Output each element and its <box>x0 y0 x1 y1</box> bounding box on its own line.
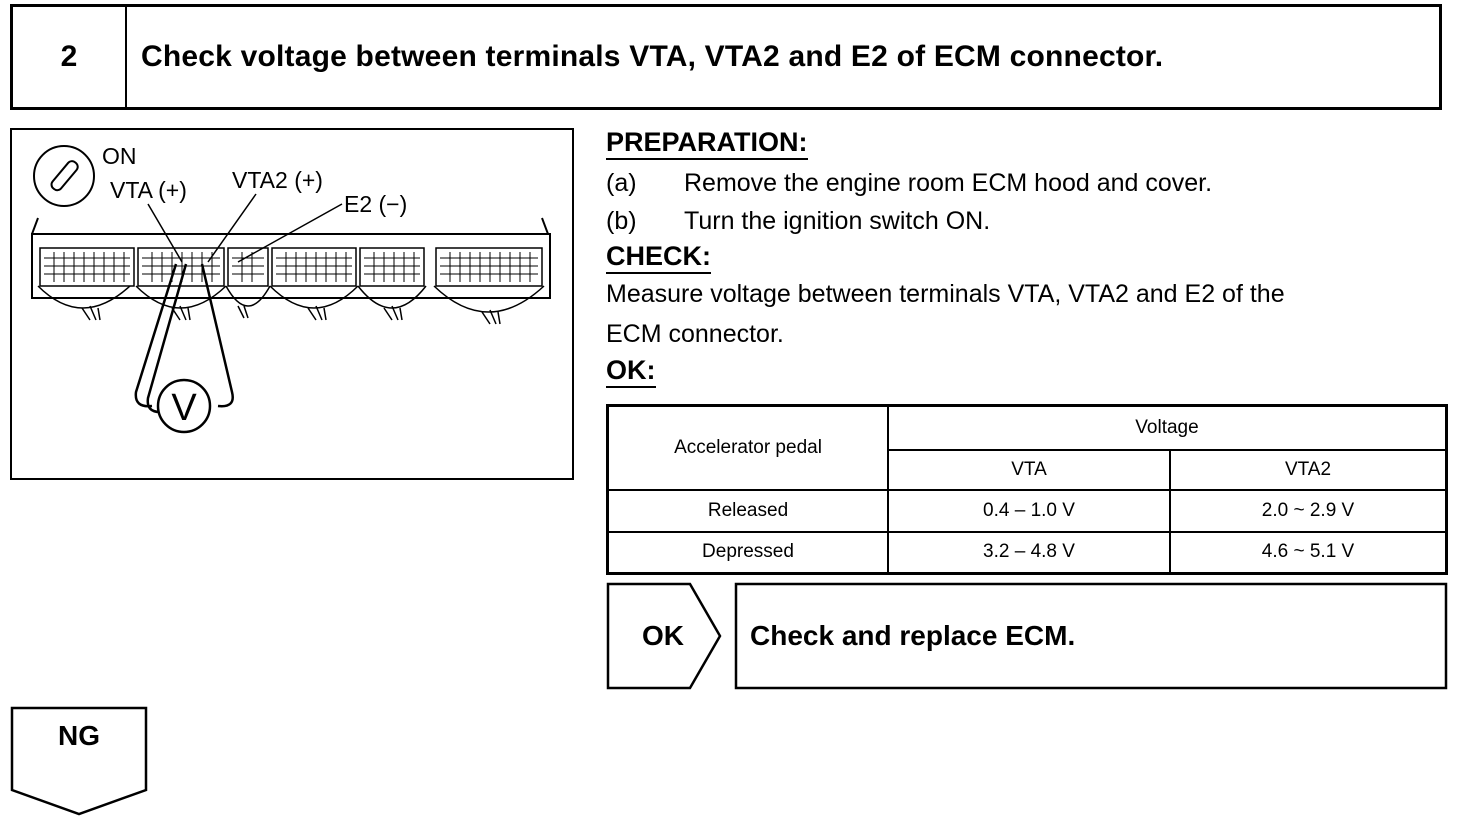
vta2-terminal-label: VTA2 (+) <box>232 167 323 193</box>
ok-result-box: OK Check and replace ECM. <box>606 582 1448 692</box>
step-number: 2 <box>13 7 127 107</box>
ng-label: NG <box>58 720 100 751</box>
ok-action-text: Check and replace ECM. <box>750 620 1076 651</box>
table-row: Released 0.4 – 1.0 V 2.0 ~ 2.9 V <box>606 488 1448 533</box>
pedal-state: Depressed <box>606 530 889 575</box>
ok-result-frame <box>606 582 1448 690</box>
table-subheader-vta2: VTA2 <box>1169 448 1448 491</box>
ng-arrow-frame <box>10 706 148 816</box>
vta2-value: 2.0 ~ 2.9 V <box>1169 488 1448 533</box>
preparation-step-b: (b) Turn the ignition switch ON. <box>606 202 1448 240</box>
ignition-key-icon <box>33 145 95 207</box>
check-heading: CHECK: <box>606 240 711 274</box>
procedure-text: PREPARATION: (a) Remove the engine room … <box>606 126 1448 388</box>
step-letter: (b) <box>606 207 637 235</box>
voltmeter-icon: V <box>156 378 212 434</box>
step-title: Check voltage between terminals VTA, VTA… <box>141 40 1164 73</box>
step-text: Remove the engine room ECM hood and cove… <box>684 169 1213 197</box>
step-header: 2 Check voltage between terminals VTA, V… <box>10 4 1442 110</box>
ok-heading: OK: <box>606 354 656 388</box>
step-text: Turn the ignition switch ON. <box>684 207 991 235</box>
vta-terminal-label: VTA (+) <box>110 177 187 203</box>
switch-on-label: ON <box>102 143 137 169</box>
vta-value: 3.2 – 4.8 V <box>887 530 1171 575</box>
vta-value: 0.4 – 1.0 V <box>887 488 1171 533</box>
check-text-line-1: Measure voltage between terminals VTA, V… <box>606 280 1285 308</box>
step-letter: (a) <box>606 169 637 197</box>
ng-result-box: NG <box>10 706 150 818</box>
ecm-connector-figure: ON VTA (+) VTA2 (+) E2 (−) <box>10 128 574 480</box>
table-header-pedal: Accelerator pedal <box>606 404 889 491</box>
table-subheader-vta: VTA <box>887 448 1171 491</box>
preparation-heading: PREPARATION: <box>606 126 808 160</box>
table-row: Depressed 3.2 – 4.8 V 4.6 ~ 5.1 V <box>606 530 1448 575</box>
check-text-line-2: ECM connector. <box>606 320 784 348</box>
label-leader-lines <box>147 193 343 263</box>
ecm-connector-diagram: ON VTA (+) VTA2 (+) E2 (−) <box>31 143 551 434</box>
e2-terminal-label: E2 (−) <box>344 191 407 217</box>
ok-label: OK <box>642 620 684 651</box>
ecm-connector-icon <box>31 217 551 325</box>
preparation-step-a: (a) Remove the engine room ECM hood and … <box>606 164 1448 202</box>
voltage-spec-table: Accelerator pedal Voltage VTA VTA2 Relea… <box>606 404 1448 575</box>
vta2-value: 4.6 ~ 5.1 V <box>1169 530 1448 575</box>
pedal-state: Released <box>606 488 889 533</box>
voltmeter-symbol: V <box>171 387 197 429</box>
probe-leads <box>134 263 234 414</box>
table-header-voltage: Voltage <box>887 404 1448 451</box>
